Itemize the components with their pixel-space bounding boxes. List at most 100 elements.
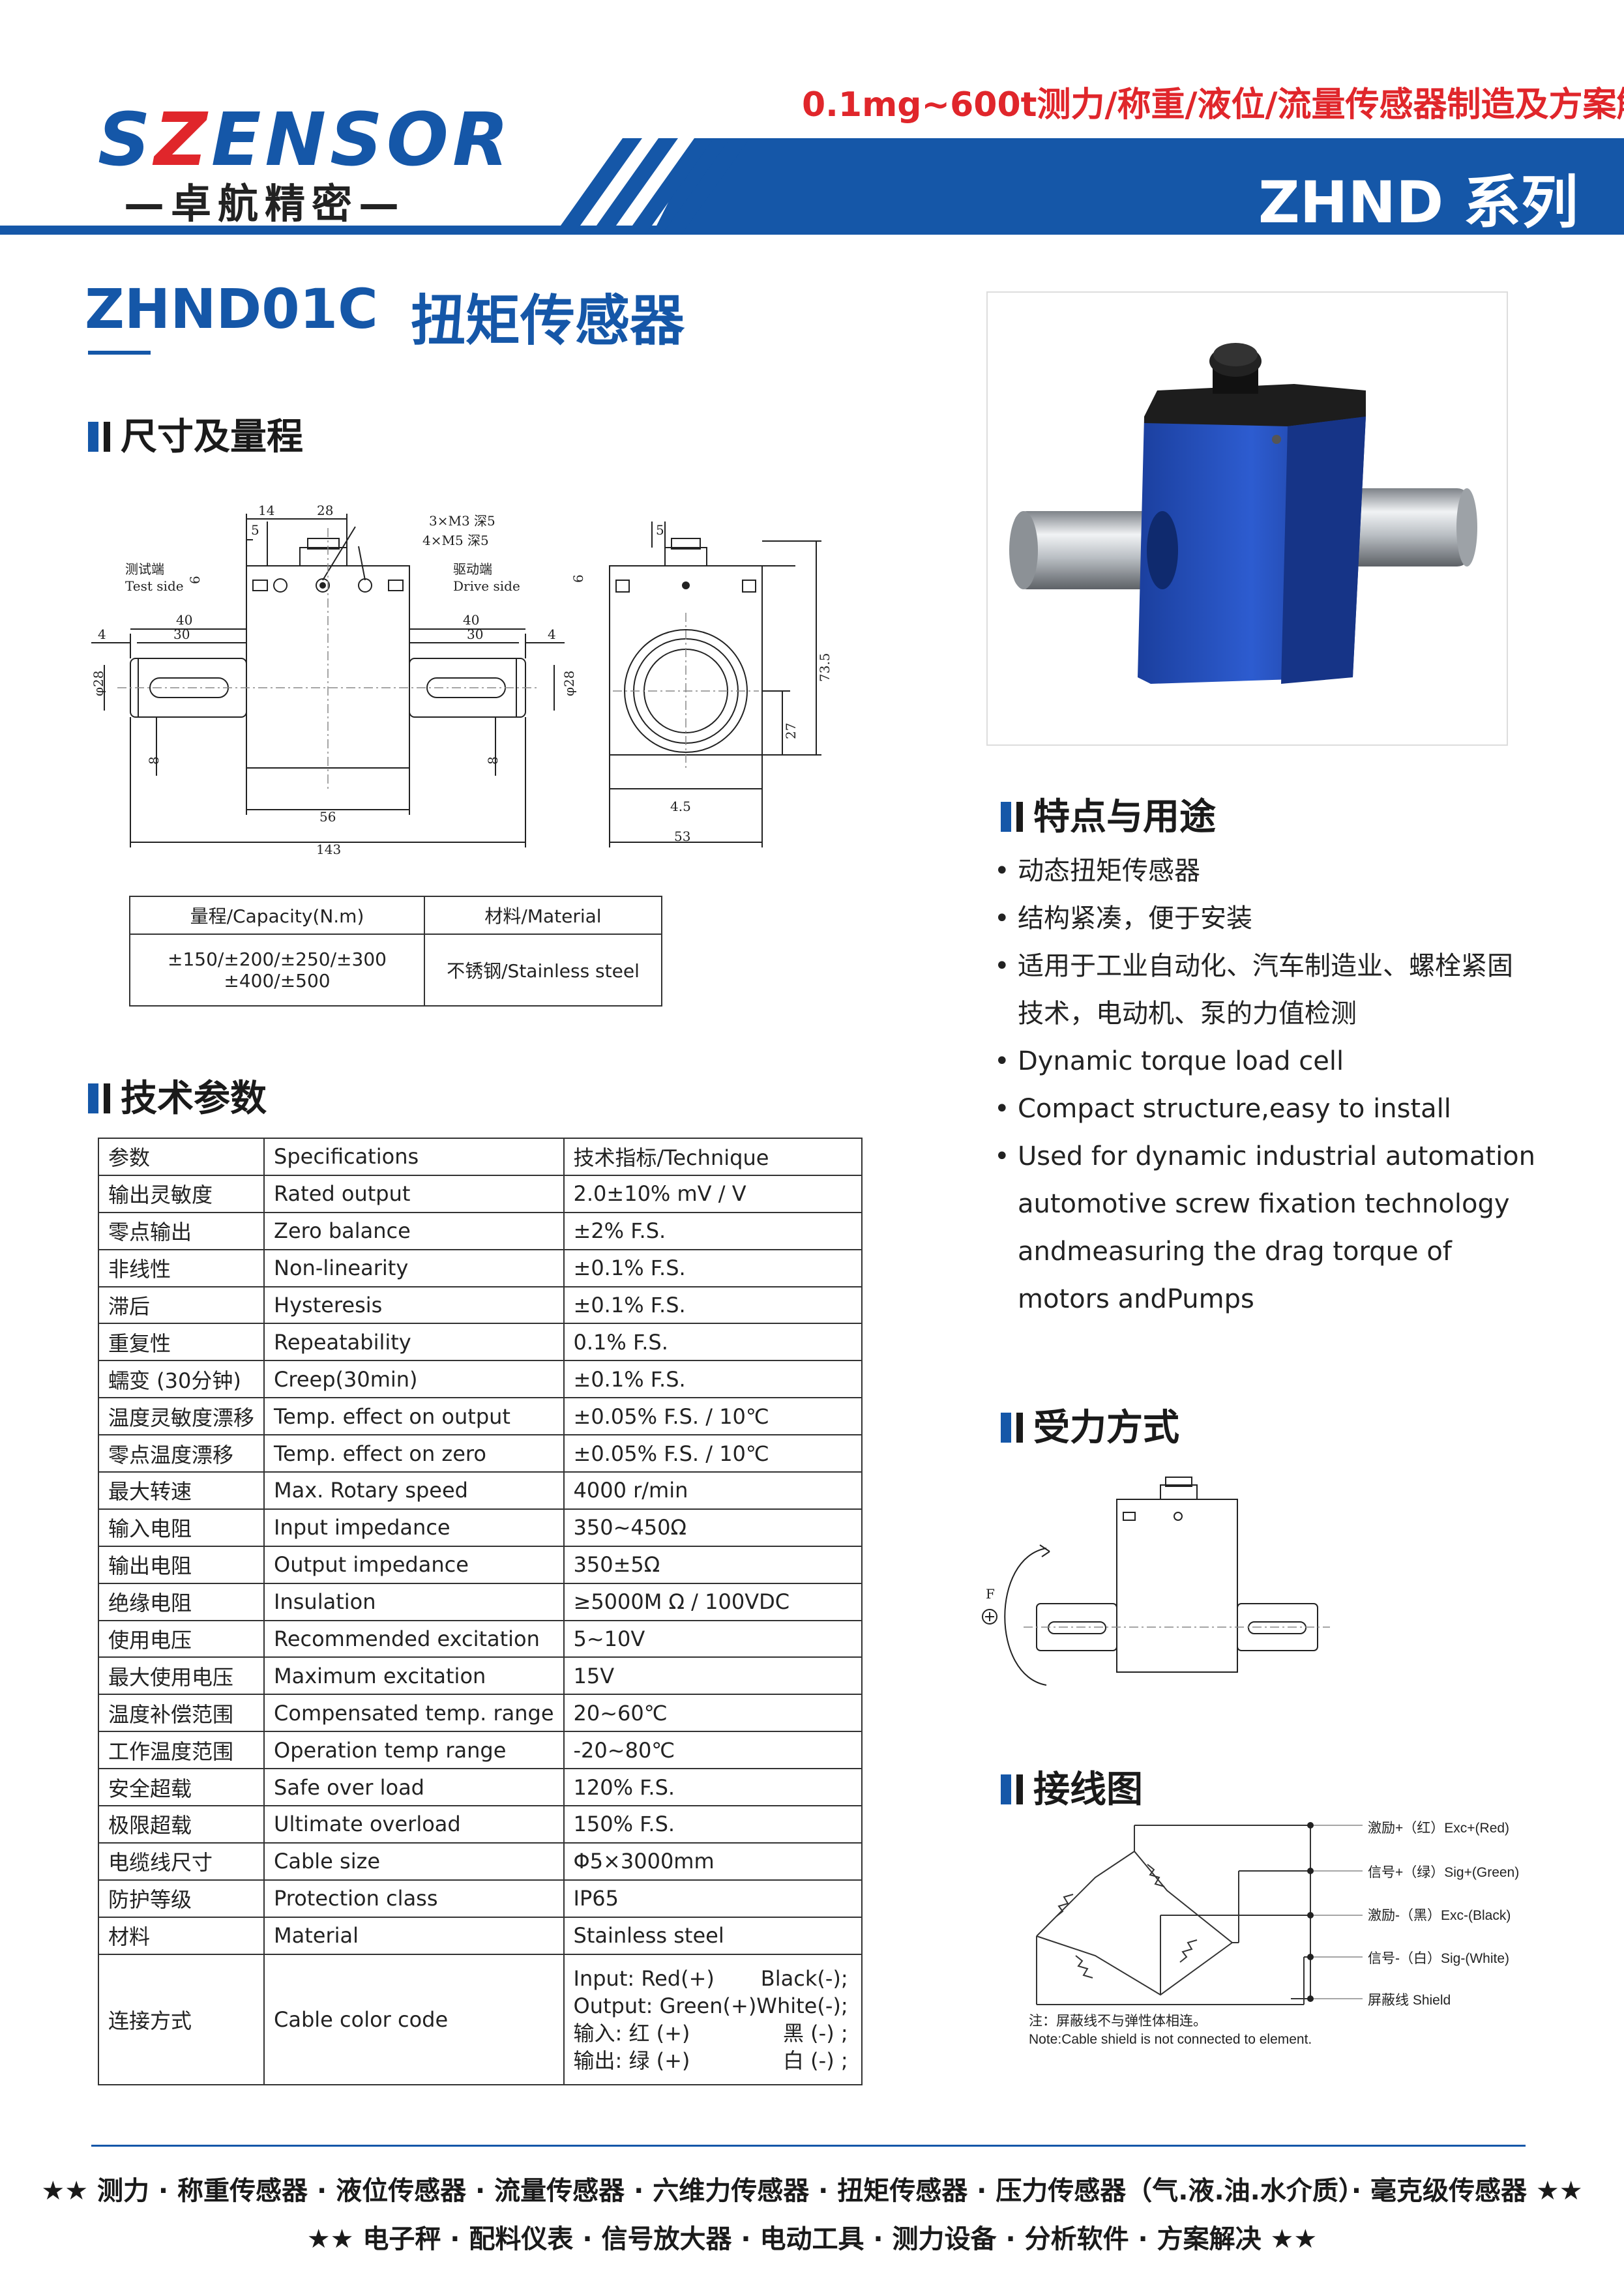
dim-4xm5: 4×M5 深5 [422,533,489,548]
table-cell: 非线性 [97,1248,265,1287]
header-slogan: 0.1mg~600t测力/称重/液位/流量传感器制造及方案解决 [802,85,1624,125]
table-cell: Rated output [263,1174,565,1213]
table-cell: 5~10V [563,1619,863,1658]
table-cell: Cable color code [263,1953,565,2085]
wire-label-sig-pos: 信号+（绿）Sig+(Green) [1368,1865,1520,1880]
table-cell: ±0.05% F.S. / 10℃ [563,1397,863,1436]
table-cell: Recommended excitation [263,1619,565,1658]
capacity-values: ±150/±200/±250/±300±400/±500 [129,934,425,1007]
table-cell: ≥5000M Ω / 100VDC [563,1582,863,1621]
dim-14: 14 [258,503,274,518]
footer-services: ★★ 电子秤 · 配料仪表 · 信号放大器 · 电动工具 · 测力设备 · 分析… [306,2224,1318,2254]
model-number: ZHND01C [85,277,378,341]
table-cell: Operation temp range [263,1731,565,1770]
feature-item: •动态扭矩传感器 [994,856,1200,886]
table-cell: 防护等级 [97,1879,265,1918]
table-cell: ±2% F.S. [563,1211,863,1250]
title-underline [88,351,151,355]
table-cell: Ultimate overload [263,1805,565,1844]
feature-item: •Compact structure,easy to install [994,1094,1451,1124]
feature-item: •Dynamic torque load cell [994,1046,1344,1076]
table-cell: 15V [563,1656,863,1696]
dim-8-right: 8 [485,756,501,765]
dim-6: 6 [187,576,203,584]
dim-53: 53 [674,829,690,844]
loading-diagram: F [982,1477,1330,1686]
capacity-table: 量程/Capacity(N.m) 材料/Material ±150/±200/±… [129,896,662,1007]
section-loading: 受力方式 [1001,1398,1179,1451]
table-cell: 零点输出 [97,1211,265,1250]
section-features: 特点与用途 [1001,787,1216,840]
table-cell: 20~60℃ [563,1694,863,1733]
table-cell: ±0.05% F.S. / 10℃ [563,1434,863,1473]
wiring-diagram [1036,1822,1363,2005]
table-cell: Compensated temp. range [263,1694,565,1733]
table-cell: Maximum excitation [263,1656,565,1696]
table-cell: IP65 [563,1879,863,1918]
table-cell: -20~80℃ [563,1731,863,1770]
dim-8-left: 8 [146,756,162,765]
table-cell: Input impedance [263,1508,565,1547]
header-banner [0,138,1624,235]
table-cell: 电缆线尺寸 [97,1842,265,1881]
table-cell: 350±5Ω [563,1545,863,1584]
table-cell: Insulation [263,1582,565,1621]
wire-label-exc-neg: 激励-（黑）Exc-(Black) [1368,1908,1511,1923]
table-cell: Max. Rotary speed [263,1471,565,1510]
drive-side-en: Drive side [453,578,520,594]
logo-chinese: —卓航精密— [124,180,406,228]
table-cell: Hysteresis [263,1286,565,1325]
dim-73-5: 73.5 [817,653,833,682]
table-cell: 0.1% F.S. [563,1323,863,1362]
section-dimensions: 尺寸及量程 [88,407,303,460]
dimension-drawing: 14 28 5 3×M3 深5 4×M5 深5 6 测试端 Test side … [91,503,833,857]
feature-item: motors andPumps [1018,1284,1254,1314]
dim-4-right: 4 [548,626,556,642]
drive-side-cn: 驱动端 [453,561,492,577]
dim-30-left: 30 [173,626,190,642]
logo-z: Z [154,98,211,183]
table-cell: 最大转速 [97,1471,265,1510]
table-cell: Repeatability [263,1323,565,1362]
capacity-header: 量程/Capacity(N.m) [129,896,425,935]
table-cell: ±0.1% F.S. [563,1248,863,1287]
table-cell: 参数 [97,1138,265,1176]
section-wiring: 接线图 [1001,1760,1143,1813]
series-title: ZHND 系列 [1258,169,1578,236]
feature-item: •结构紧凑，便于安装 [994,904,1252,934]
product-name: 扭矩传感器 [411,289,685,353]
table-cell: 350~450Ω [563,1508,863,1547]
table-cell: 输出灵敏度 [97,1174,265,1213]
material-header: 材料/Material [424,896,662,935]
wire-label-sig-neg: 信号-（白）Sig-(White) [1368,1951,1510,1966]
table-cell: 绝缘电阻 [97,1582,265,1621]
table-cell: Stainless steel [563,1916,863,1955]
table-cell: 输入电阻 [97,1508,265,1547]
feature-item: •Used for dynamic industrial automation [994,1141,1536,1171]
test-side-en: Test side [125,578,184,594]
table-row: 蠕变 (30分钟)Creep(30min)±0.1% F.S. [97,1360,863,1399]
test-side-cn: 测试端 [125,561,164,577]
table-cell: 滞后 [97,1286,265,1325]
table-cell: Φ5×3000mm [563,1842,863,1881]
table-cell: 重复性 [97,1323,265,1362]
table-cell: 工作温度范围 [97,1731,265,1770]
wiring-note: 注：屏蔽线不与弹性体相连。 Note:Cable shield is not c… [1029,2014,1312,2047]
wire-label-shield: 屏蔽线 Shield [1368,1993,1451,2008]
table-cell: Temp. effect on output [263,1397,565,1436]
